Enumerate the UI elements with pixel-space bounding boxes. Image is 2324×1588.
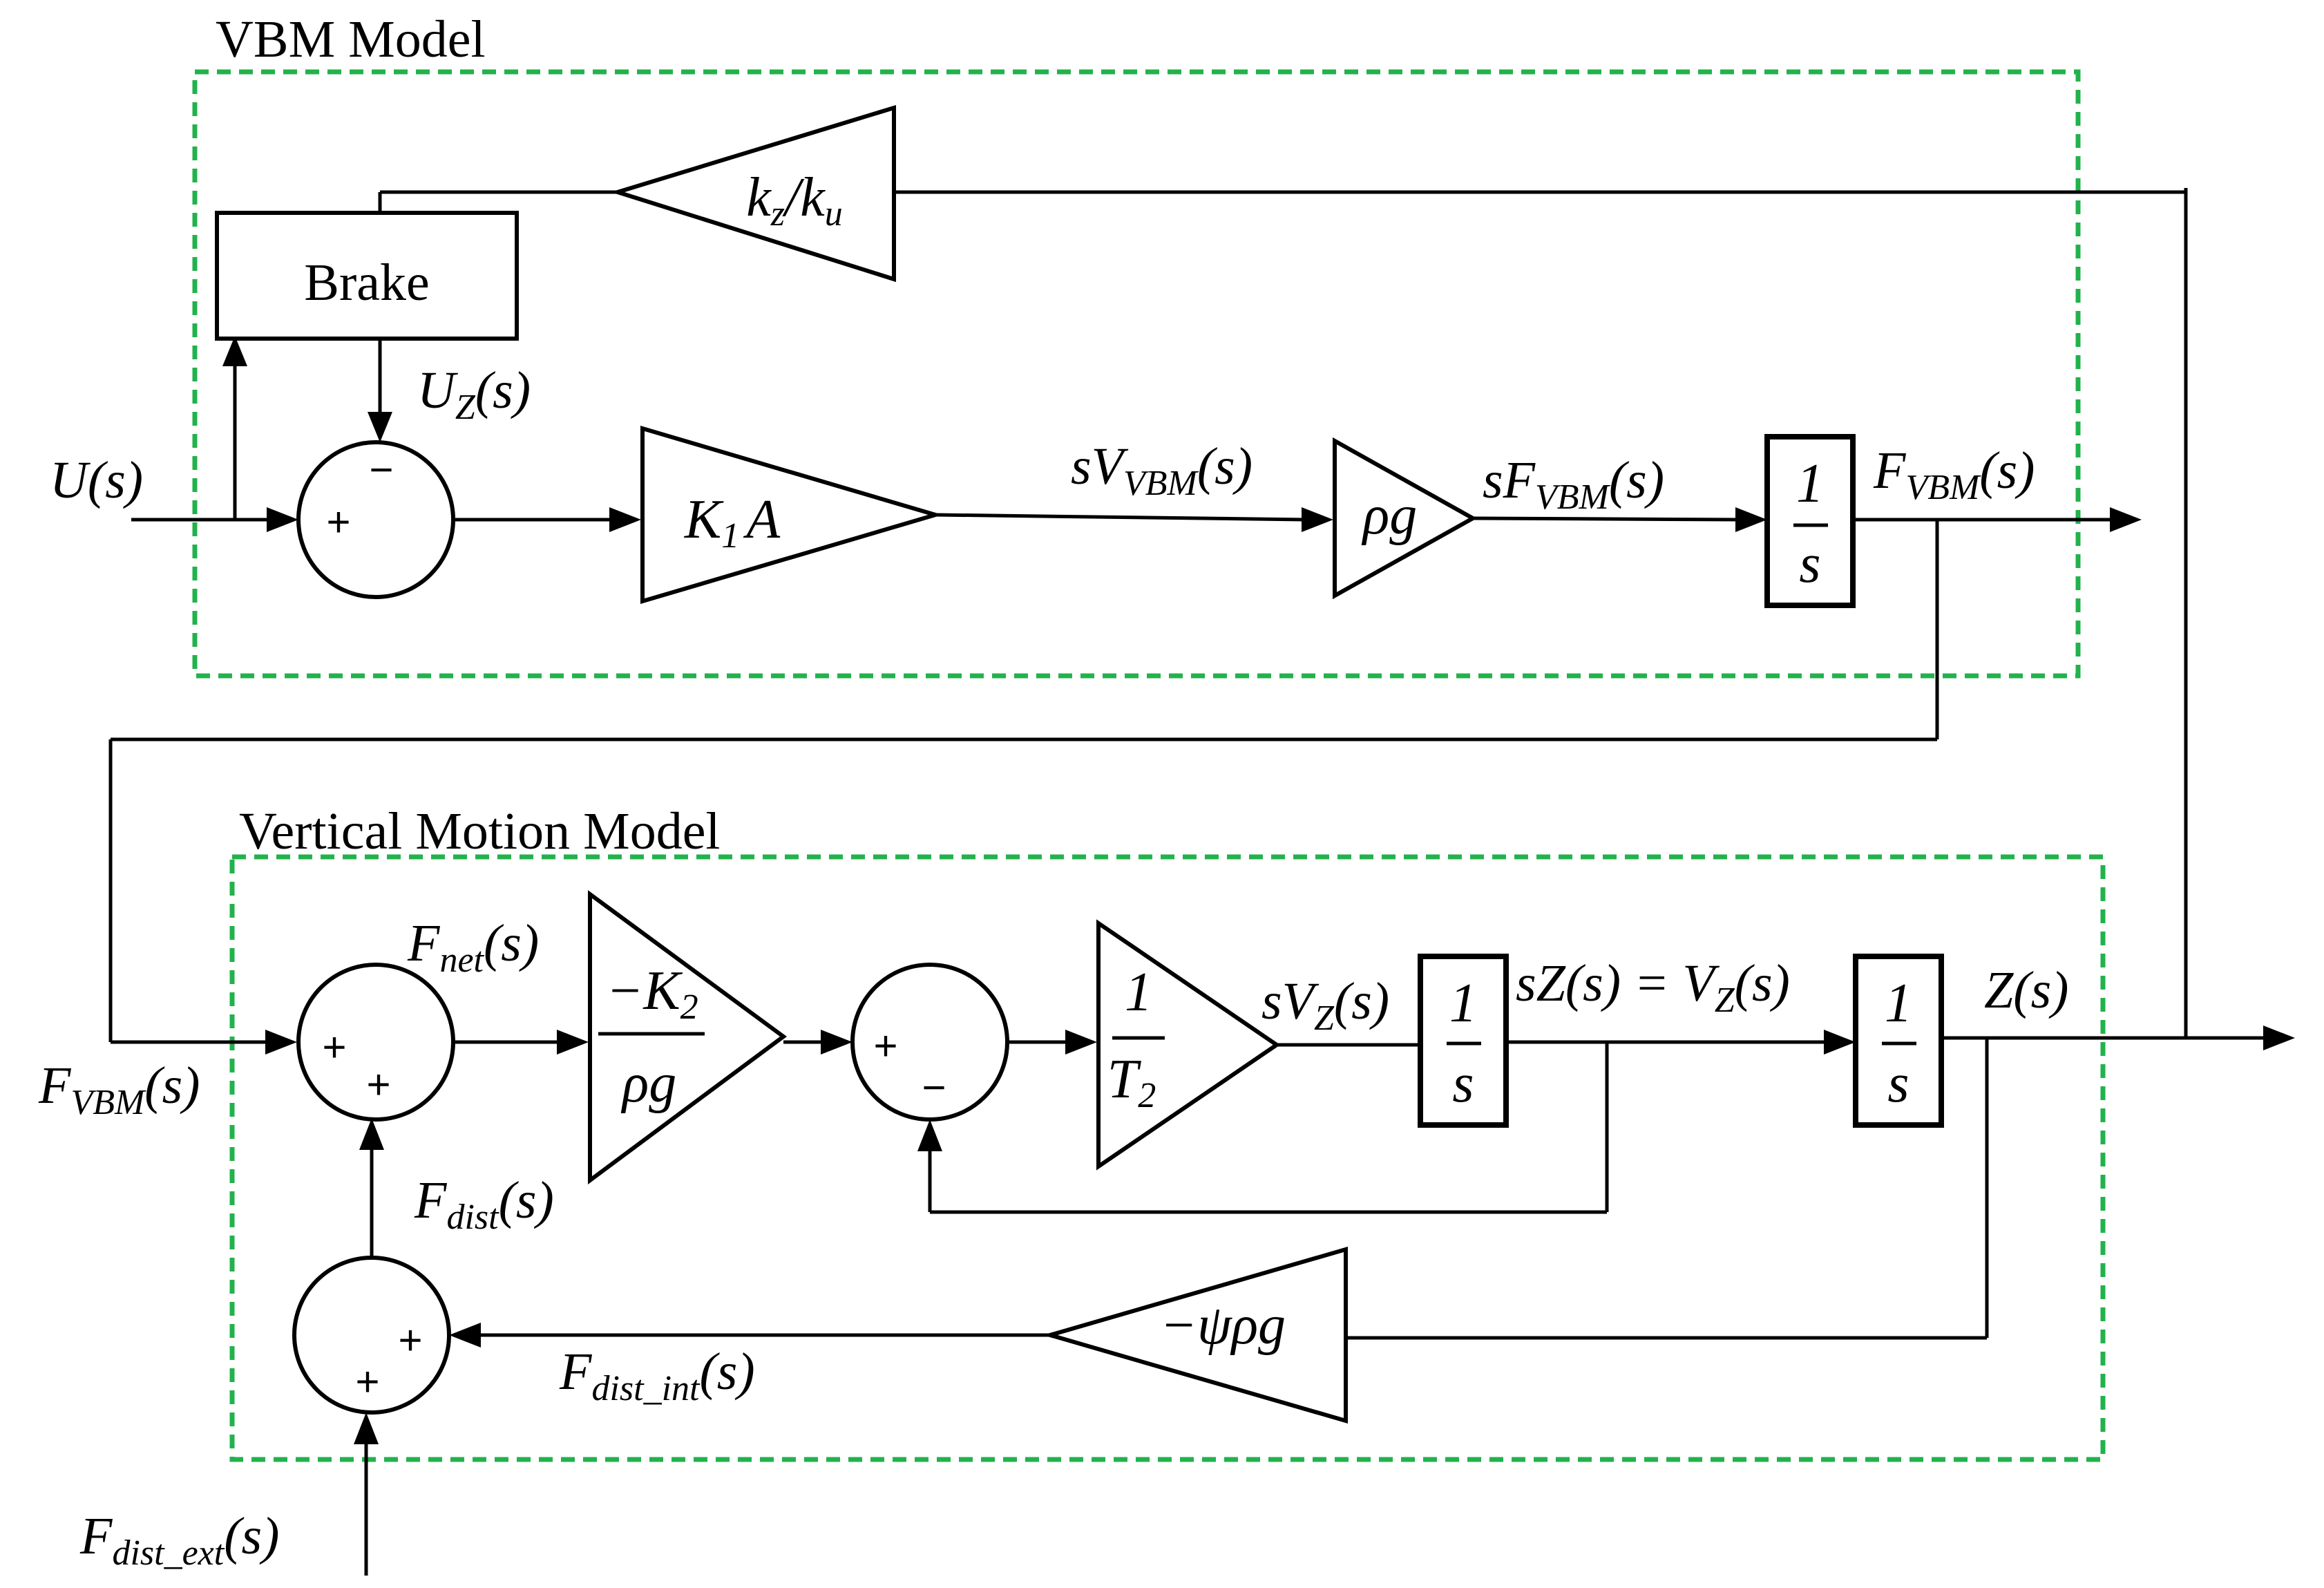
sum1-plus-sign: + [326,499,350,545]
minus-psi-rhog-block [1042,1247,1348,1424]
z-signal-label: Z(s) [1984,961,2068,1019]
t2-input-arrow [1065,1030,1097,1055]
fvbm-input-label: FVBM(s) [38,1057,200,1122]
sfvbm-signal-label: sFVBM(s) [1483,451,1664,517]
rho-g-label: ρg [1361,485,1417,546]
svvbm-signal-label: sVVBM(s) [1071,437,1253,503]
fnet-signal-label: Fnet(s) [407,914,539,980]
integrator3-input-arrow [1824,1030,1856,1055]
z-output-arrow [2263,1025,2295,1050]
uz-arrow [368,412,392,442]
sum4-ext-arrow [354,1412,379,1444]
integrator-block-3 [1853,954,1944,1128]
brake-label: Brake [304,254,429,312]
uz-signal-label: UZ(s) [417,361,531,427]
sum2-fdist-arrow [359,1118,384,1150]
integrator-block-2 [1418,954,1509,1128]
sum3-plus: + [873,1023,897,1069]
minus-psi-rhog-label: −ψρg [1160,1295,1286,1356]
k1a-input-arrow [609,507,641,532]
sum3-minus: − [922,1064,946,1110]
sfvbm-wire [1472,516,1742,522]
sum3-minus-arrow [917,1119,942,1151]
svz-signal-label: sVZ(s) [1261,972,1389,1038]
brake-block [215,211,519,341]
brake-input-arrow [222,336,247,366]
integrator2-den: s [1452,1053,1474,1114]
sum4-plus-a: + [398,1317,422,1363]
vbm-model-title: VBM Model [216,10,486,68]
integrator-block-1 [1764,434,1856,608]
minus-k2-over-rhog-block [588,890,788,1184]
sum2-input-arrow [265,1030,297,1055]
integrator1-input-arrow [1735,507,1767,532]
fvbm-output-label: FVBM(s) [1873,442,2035,507]
t2-den: T2 [1107,1049,1156,1115]
one-over-t2-block [1096,919,1281,1171]
minus-k2-den: ρg [620,1053,676,1114]
fdist-ext-signal-label: Fdist_ext(s) [79,1507,279,1573]
rhog-input-arrow [1302,507,1333,532]
fdist-signal-label: Fdist(s) [414,1171,554,1237]
fvbm-output-arrow [2110,507,2142,532]
sum2-plus-b: + [366,1061,390,1108]
k2-input-arrow [557,1030,589,1055]
sum1-minus-sign: − [369,446,393,493]
sum2-plus-a: + [322,1024,346,1070]
k1a-gain-block [640,425,943,605]
vbm-model-frame [192,69,2081,679]
sz-vz-signal-label: sZ(s) = VZ(s) [1516,954,1790,1020]
sum4-input-arrow [449,1323,481,1348]
integrator1-den: s [1799,533,1820,594]
integrator2-num: 1 [1449,973,1477,1034]
rho-g-gain-block [1333,437,1478,600]
u-input-arrow [267,507,298,532]
fdist-int-signal-label: Fdist_int(s) [559,1343,755,1408]
vertical-motion-model-title: Vertical Motion Model [239,802,721,860]
sum4-plus-b: + [355,1359,379,1405]
t2-num: 1 [1125,962,1152,1023]
kz-ku-label: kz/ku [746,167,843,234]
integrator1-num: 1 [1796,453,1824,514]
u-signal-label: U(s) [50,451,143,509]
sum3-input-arrow [821,1030,853,1055]
integrator3-den: s [1887,1053,1909,1114]
svvbm-wire [935,513,1306,522]
integrator3-num: 1 [1885,973,1912,1034]
vertical-motion-model-frame [229,854,2106,1462]
minus-k2-num: −K2 [606,961,698,1027]
